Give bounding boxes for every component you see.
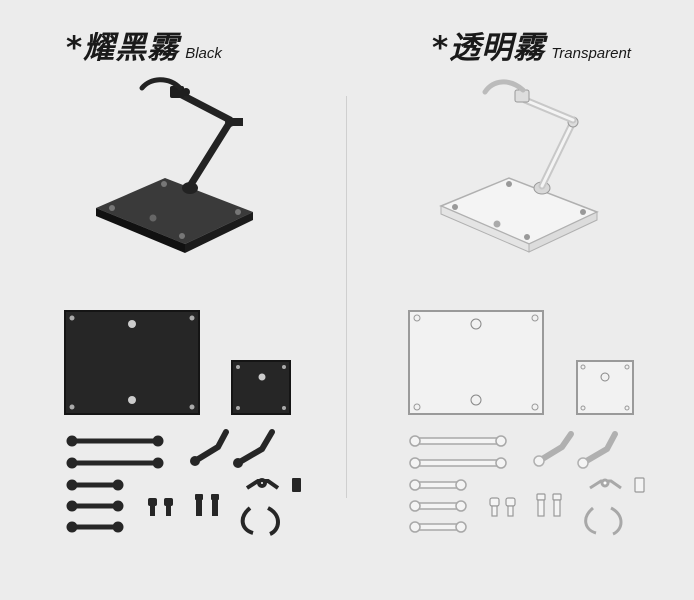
black-pegs bbox=[148, 478, 301, 516]
transparent-arm-rods bbox=[409, 435, 507, 533]
center-divider bbox=[346, 96, 347, 498]
black-clip-parts bbox=[240, 478, 280, 536]
black-variant-name-en: Black bbox=[185, 45, 222, 62]
transparent-angled-arms bbox=[533, 431, 618, 469]
black-assembled-stand-image bbox=[96, 77, 253, 253]
transparent-large-base-plate bbox=[408, 310, 544, 415]
black-variant-title: *耀黑霧 Black bbox=[66, 22, 222, 67]
black-variant-panel bbox=[64, 77, 301, 536]
transparent-pegs bbox=[489, 477, 645, 517]
transparent-variant-panel bbox=[347, 0, 694, 600]
black-parts-illustration bbox=[64, 77, 301, 536]
black-large-base-plate bbox=[64, 310, 200, 415]
black-angled-arms bbox=[190, 429, 275, 468]
transparent-parts-illustration bbox=[408, 79, 645, 536]
black-small-base-plate bbox=[231, 360, 291, 415]
transparent-variant-name-en: Transparent bbox=[551, 45, 631, 62]
transparent-variant-title: *透明霧 Transparent bbox=[432, 22, 631, 67]
black-variant-name-cn: *耀黑霧 bbox=[66, 30, 180, 66]
black-arm-rods bbox=[66, 435, 164, 533]
transparent-small-base-plate bbox=[576, 360, 634, 415]
transparent-clip-parts bbox=[584, 478, 623, 536]
transparent-assembled-stand-image bbox=[439, 79, 599, 253]
transparent-variant-name-cn: *透明霧 bbox=[432, 30, 546, 66]
